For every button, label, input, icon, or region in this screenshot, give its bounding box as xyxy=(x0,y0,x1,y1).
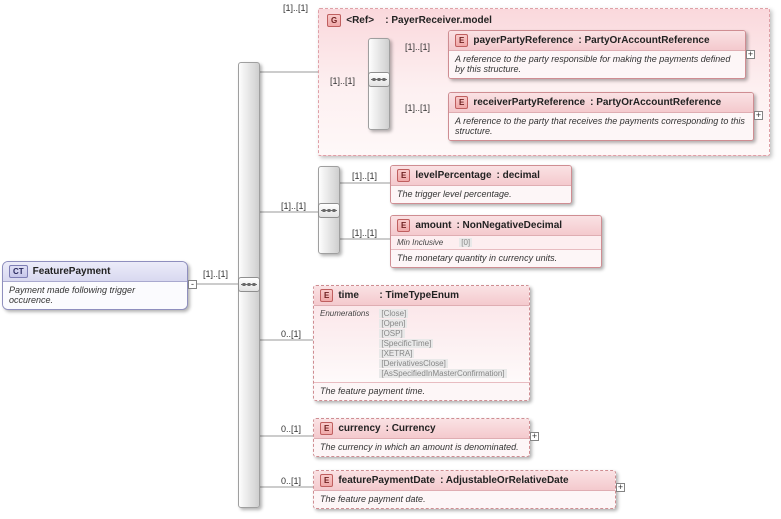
cardinality-label: [1]..[1] xyxy=(352,228,378,238)
facet-value: [0] xyxy=(459,238,473,247)
element-badge: E xyxy=(455,34,469,47)
sequence-glyph xyxy=(321,209,337,212)
element-name: amount xyxy=(415,220,452,231)
element-type: : decimal xyxy=(496,170,540,181)
element-description: The trigger level percentage. xyxy=(391,186,571,203)
element-amount[interactable]: E amount : NonNegativeDecimal Min Inclus… xyxy=(390,215,602,268)
sequence-glyph xyxy=(371,78,387,81)
sequence-icon[interactable] xyxy=(368,72,390,87)
cardinality-label: [1]..[1] xyxy=(352,171,378,181)
element-header: E levelPercentage : decimal xyxy=(391,166,571,186)
group-header: G <Ref> : PayerReceiver.model xyxy=(319,9,769,32)
root-description: Payment made following trigger occurence… xyxy=(3,282,187,309)
enum-value: [XETRA] xyxy=(379,349,415,358)
enumerations-section: Enumerations [Close] [Open] [OSP] [Speci… xyxy=(314,306,529,383)
element-header: E featurePaymentDate : AdjustableOrRelat… xyxy=(314,471,615,491)
group-badge: G xyxy=(327,14,342,27)
element-description: A reference to the party that receives t… xyxy=(449,113,753,140)
root-name: FeaturePayment xyxy=(32,266,111,277)
element-description: The feature payment date. xyxy=(314,491,615,508)
expand-button[interactable]: + xyxy=(616,482,625,492)
facet-label: Min Inclusive xyxy=(397,238,444,247)
sequence-icon[interactable] xyxy=(238,277,260,292)
element-header: E amount : NonNegativeDecimal xyxy=(391,216,601,236)
element-type: : PartyOrAccountReference xyxy=(578,35,710,46)
element-description: A reference to the party responsible for… xyxy=(449,51,745,78)
element-currency[interactable]: E currency : Currency The currency in wh… xyxy=(313,418,530,457)
element-name: time xyxy=(338,290,359,301)
root-header: CT FeaturePayment xyxy=(3,262,187,282)
cardinality-label: [1]..[1] xyxy=(405,103,431,113)
element-badge: E xyxy=(455,96,469,109)
element-badge: E xyxy=(397,219,411,232)
element-type: : NonNegativeDecimal xyxy=(456,220,563,231)
enumeration-values: [Close] [Open] [OSP] [SpecificTime] [XET… xyxy=(379,309,507,379)
element-levelpercentage[interactable]: E levelPercentage : decimal The trigger … xyxy=(390,165,572,204)
cardinality-label: 0..[1] xyxy=(281,329,302,339)
element-time[interactable]: E time : TimeTypeEnum Enumerations [Clos… xyxy=(313,285,530,401)
element-header: E time : TimeTypeEnum xyxy=(314,286,529,306)
element-payerpartyreference[interactable]: E payerPartyReference : PartyOrAccountRe… xyxy=(448,30,746,79)
facet-row: Min Inclusive [0] xyxy=(391,236,601,250)
element-description: The currency in which an amount is denom… xyxy=(314,439,529,456)
enum-value: [Open] xyxy=(379,319,408,328)
cardinality-label: [1]..[1] xyxy=(203,269,229,279)
sequence-glyph xyxy=(241,283,257,286)
element-featurepaymentdate[interactable]: E featurePaymentDate : AdjustableOrRelat… xyxy=(313,470,616,509)
expand-button[interactable]: + xyxy=(754,110,763,120)
element-description: The feature payment time. xyxy=(314,383,529,400)
element-badge: E xyxy=(320,422,334,435)
element-name: currency xyxy=(338,423,381,434)
enum-value: [SpecificTime] xyxy=(379,339,434,348)
complextype-featurepayment[interactable]: CT FeaturePayment Payment made following… xyxy=(2,261,188,310)
element-name: receiverPartyReference xyxy=(473,97,586,108)
enum-value: [DerivativesClose] xyxy=(379,359,448,368)
element-name: payerPartyReference xyxy=(473,35,574,46)
element-type: : TimeTypeEnum xyxy=(379,290,459,301)
element-badge: E xyxy=(320,474,334,487)
cardinality-label: [1]..[1] xyxy=(281,201,307,211)
element-type: : Currency xyxy=(385,423,436,434)
expand-button[interactable]: + xyxy=(530,431,539,441)
element-description: The monetary quantity in currency units. xyxy=(391,250,601,267)
element-type: : PartyOrAccountReference xyxy=(590,97,722,108)
group-name: <Ref> xyxy=(346,15,375,26)
cardinality-label: [1]..[1] xyxy=(405,42,431,52)
enum-value: [AsSpecifiedInMasterConfirmation] xyxy=(379,369,507,378)
element-header: E receiverPartyReference : PartyOrAccoun… xyxy=(449,93,753,113)
enum-value: [Close] xyxy=(379,309,409,318)
collapse-button[interactable]: - xyxy=(188,280,197,289)
element-header: E payerPartyReference : PartyOrAccountRe… xyxy=(449,31,745,51)
cardinality-label: 0..[1] xyxy=(281,424,302,434)
element-type: : AdjustableOrRelativeDate xyxy=(440,475,569,486)
cardinality-label: [1]..[1] xyxy=(330,76,356,86)
enum-value: [OSP] xyxy=(379,329,405,338)
element-badge: E xyxy=(397,169,411,182)
group-type: : PayerReceiver.model xyxy=(385,15,492,26)
complextype-badge: CT xyxy=(9,265,28,278)
element-header: E currency : Currency xyxy=(314,419,529,439)
element-receiverpartyreference[interactable]: E receiverPartyReference : PartyOrAccoun… xyxy=(448,92,754,141)
sequence-icon[interactable] xyxy=(318,203,340,218)
expand-button[interactable]: + xyxy=(746,49,755,59)
cardinality-label: [1]..[1] xyxy=(283,3,309,13)
element-badge: E xyxy=(320,289,334,302)
enumerations-label: Enumerations xyxy=(320,309,370,318)
cardinality-label: 0..[1] xyxy=(281,476,302,486)
element-name: levelPercentage xyxy=(415,170,492,181)
element-name: featurePaymentDate xyxy=(338,475,436,486)
